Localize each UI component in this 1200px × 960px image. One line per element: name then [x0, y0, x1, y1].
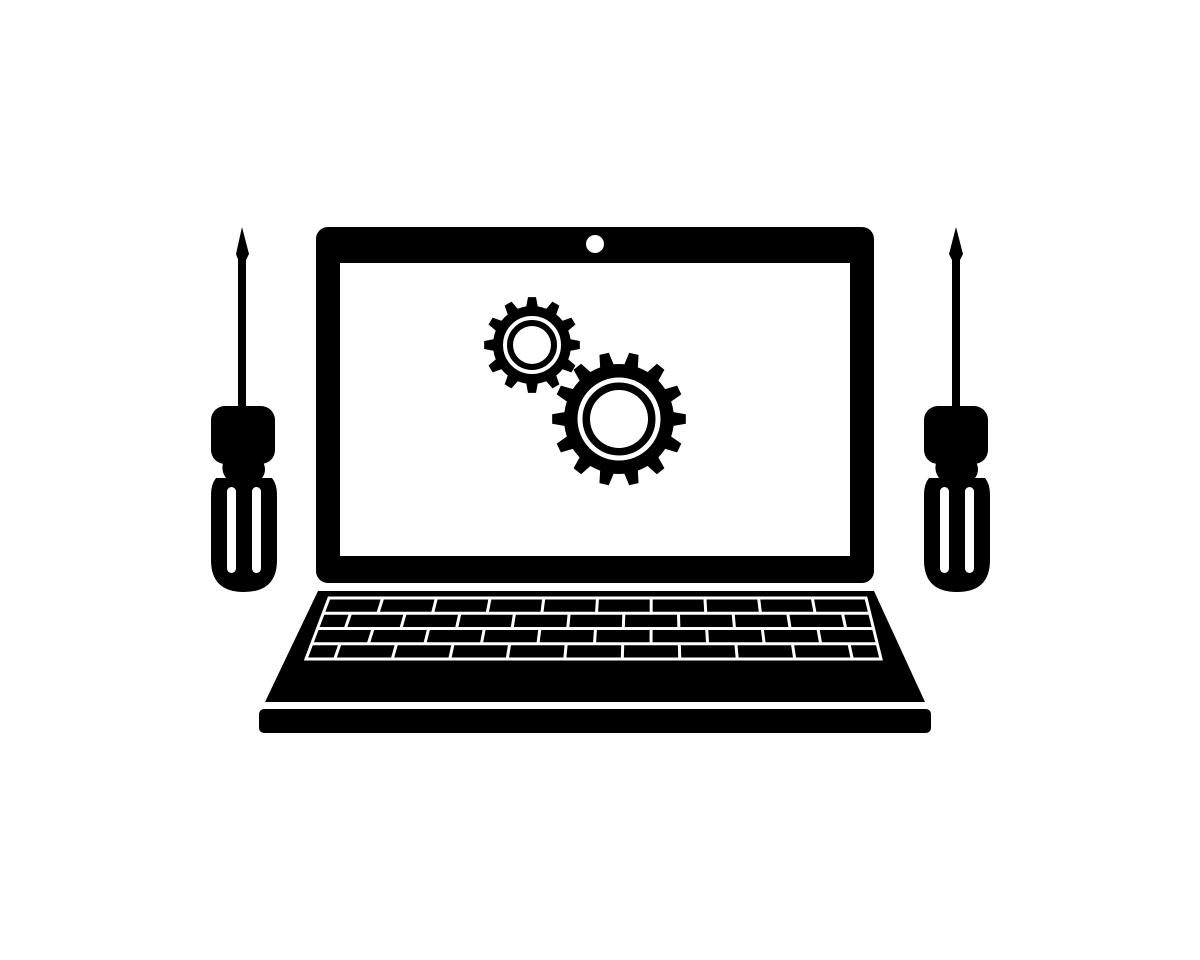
keyboard-key-divider	[536, 628, 542, 644]
keyboard-key-divider	[390, 643, 399, 660]
keyboard-key-divider	[593, 628, 597, 644]
keyboard-key-divider	[816, 628, 823, 645]
webcam-icon	[586, 235, 604, 253]
keyboard-key-divider	[790, 643, 797, 660]
keyboard-key-divider	[731, 613, 736, 629]
keyboard-key-divider	[376, 597, 385, 614]
keyboard-key-divider	[563, 643, 568, 660]
keyboard-key-divider	[423, 628, 431, 645]
laptop-icon	[259, 227, 931, 733]
keyboard-key-divider	[448, 643, 455, 660]
keyboard-key-divider	[566, 613, 571, 629]
keyboard-key-divider	[621, 613, 626, 629]
laptop-bottom-edge	[259, 709, 931, 733]
keyboard-key-divider	[505, 643, 512, 660]
keyboard-key-divider	[847, 643, 854, 660]
keyboard-key-divider	[455, 612, 462, 629]
keyboard-key-divider	[540, 597, 546, 614]
keyboard-key-divider	[705, 628, 710, 644]
keyboard-key-divider	[595, 597, 599, 614]
screwdriver-left-icon	[211, 227, 277, 592]
screwdriver-right-icon	[924, 227, 990, 592]
keyboard-key-divider	[786, 613, 792, 629]
keyboard-key-divider	[757, 597, 762, 614]
keyboard-key-divider	[703, 597, 708, 614]
keyboard-key-divider	[840, 612, 848, 629]
gears-group	[484, 297, 686, 486]
gear-small-icon	[484, 297, 580, 393]
keyboard-key-divider	[760, 628, 766, 644]
keyboard-key-divider	[431, 597, 438, 614]
keyboard-key-divider	[485, 597, 492, 614]
gear-large-icon	[552, 352, 686, 486]
keyboard-key-divider	[510, 613, 517, 629]
keyboard-key-divider	[343, 612, 352, 629]
keyboard-key-divider	[399, 612, 407, 629]
keyboard-key-divider	[620, 643, 625, 660]
keyboard-key-divider	[333, 643, 342, 660]
keyboard-key-divider	[734, 643, 739, 660]
keyboard	[303, 596, 883, 661]
keyboard-key-divider	[366, 628, 375, 645]
keyboard-key-divider	[479, 628, 486, 645]
keyboard-key-divider	[810, 597, 817, 614]
